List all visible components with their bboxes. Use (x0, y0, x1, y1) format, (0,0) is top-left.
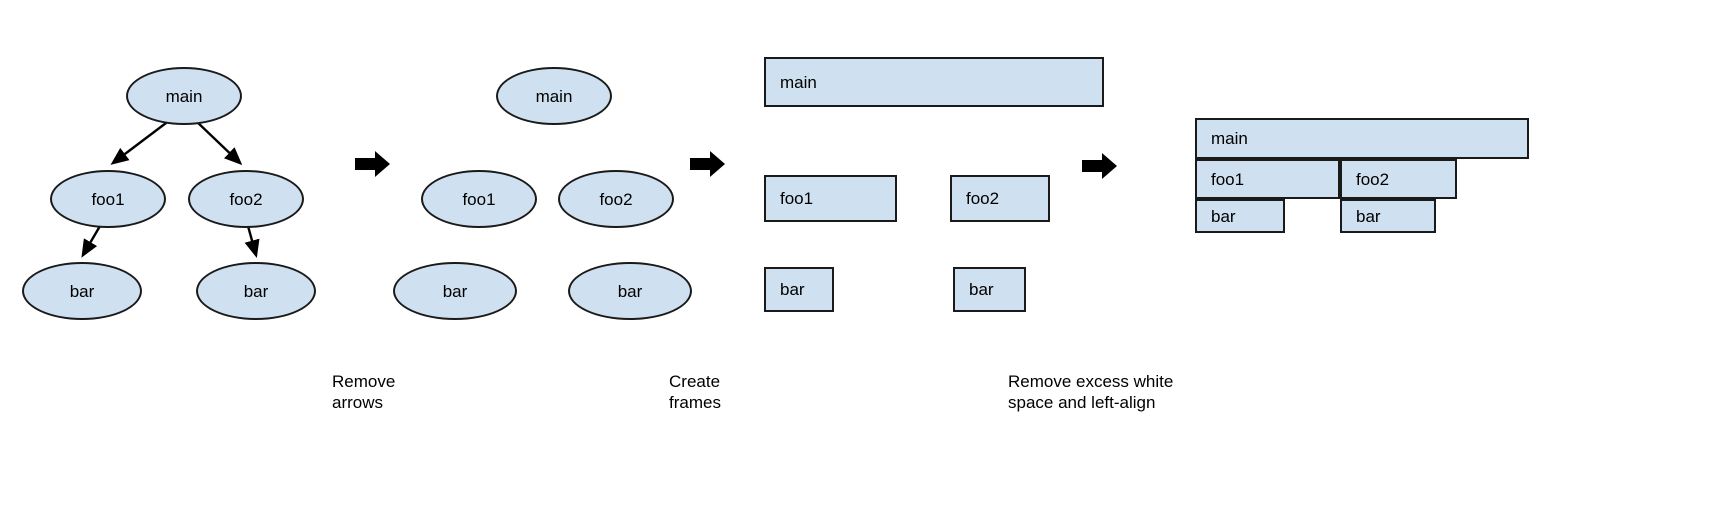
edge-foo2-bar2 (244, 225, 260, 259)
caption-remove-arrows: Remove arrows (332, 372, 396, 412)
noarrow-node-foo1[interactable]: foo1 (421, 170, 537, 228)
step-arrow-2-icon (690, 150, 726, 178)
noarrow-node-bar1-label: bar (442, 281, 468, 301)
flame-node-foo1-label: foo1 (1211, 169, 1245, 189)
flame-node-main-label: main (1211, 129, 1248, 148)
tree-node-bar2-label: bar (243, 281, 269, 301)
frame-node-bar2[interactable]: bar (953, 267, 1026, 312)
step-arrow-1-icon (355, 150, 391, 178)
edge-main-foo1 (110, 119, 171, 165)
flame-node-main[interactable]: main (1195, 118, 1529, 159)
noarrow-node-main-label: main (535, 86, 573, 106)
caption-remove-whitespace: Remove excess white space and left-align (1008, 372, 1174, 412)
frame-node-bar2-label: bar (969, 280, 994, 299)
caption-create-frames: Create frames (669, 372, 721, 412)
tree-node-bar1-label: bar (69, 281, 95, 301)
frame-node-bar1-label: bar (780, 280, 805, 299)
tree-node-foo2[interactable]: foo2 (188, 170, 304, 228)
edge-foo1-bar1 (81, 225, 102, 258)
noarrow-node-bar2-label: bar (617, 281, 643, 301)
noarrow-node-foo1-label: foo1 (462, 189, 496, 209)
flame-node-bar2-label: bar (1356, 206, 1381, 226)
tree-node-bar2[interactable]: bar (196, 262, 316, 320)
frame-node-main-label: main (780, 72, 817, 92)
noarrow-node-foo2[interactable]: foo2 (558, 170, 674, 228)
edge-main-foo2 (194, 119, 243, 166)
flame-node-foo2-label: foo2 (1356, 169, 1390, 189)
flame-node-bar2[interactable]: bar (1340, 199, 1436, 233)
tree-node-main-label: main (165, 86, 203, 106)
noarrow-node-foo2-label: foo2 (599, 189, 633, 209)
tree-node-foo1-label: foo1 (91, 189, 125, 209)
noarrow-node-bar2[interactable]: bar (568, 262, 692, 320)
tree-node-foo1[interactable]: foo1 (50, 170, 166, 228)
tree-node-foo2-label: foo2 (229, 189, 263, 209)
step-arrow-3-icon (1082, 152, 1118, 180)
frame-node-main[interactable]: main (764, 57, 1104, 107)
frame-node-bar1[interactable]: bar (764, 267, 834, 312)
tree-node-main[interactable]: main (126, 67, 242, 125)
flame-node-foo2[interactable]: foo2 (1340, 159, 1457, 199)
frame-node-foo1-label: foo1 (780, 189, 814, 208)
flame-node-bar1-label: bar (1211, 206, 1236, 226)
flame-node-foo1[interactable]: foo1 (1195, 159, 1340, 199)
frame-node-foo2[interactable]: foo2 (950, 175, 1050, 222)
tree-node-bar1[interactable]: bar (22, 262, 142, 320)
frame-node-foo2-label: foo2 (966, 189, 1000, 208)
frame-node-foo1[interactable]: foo1 (764, 175, 897, 222)
flame-node-bar1[interactable]: bar (1195, 199, 1285, 233)
noarrow-node-bar1[interactable]: bar (393, 262, 517, 320)
noarrow-node-main[interactable]: main (496, 67, 612, 125)
